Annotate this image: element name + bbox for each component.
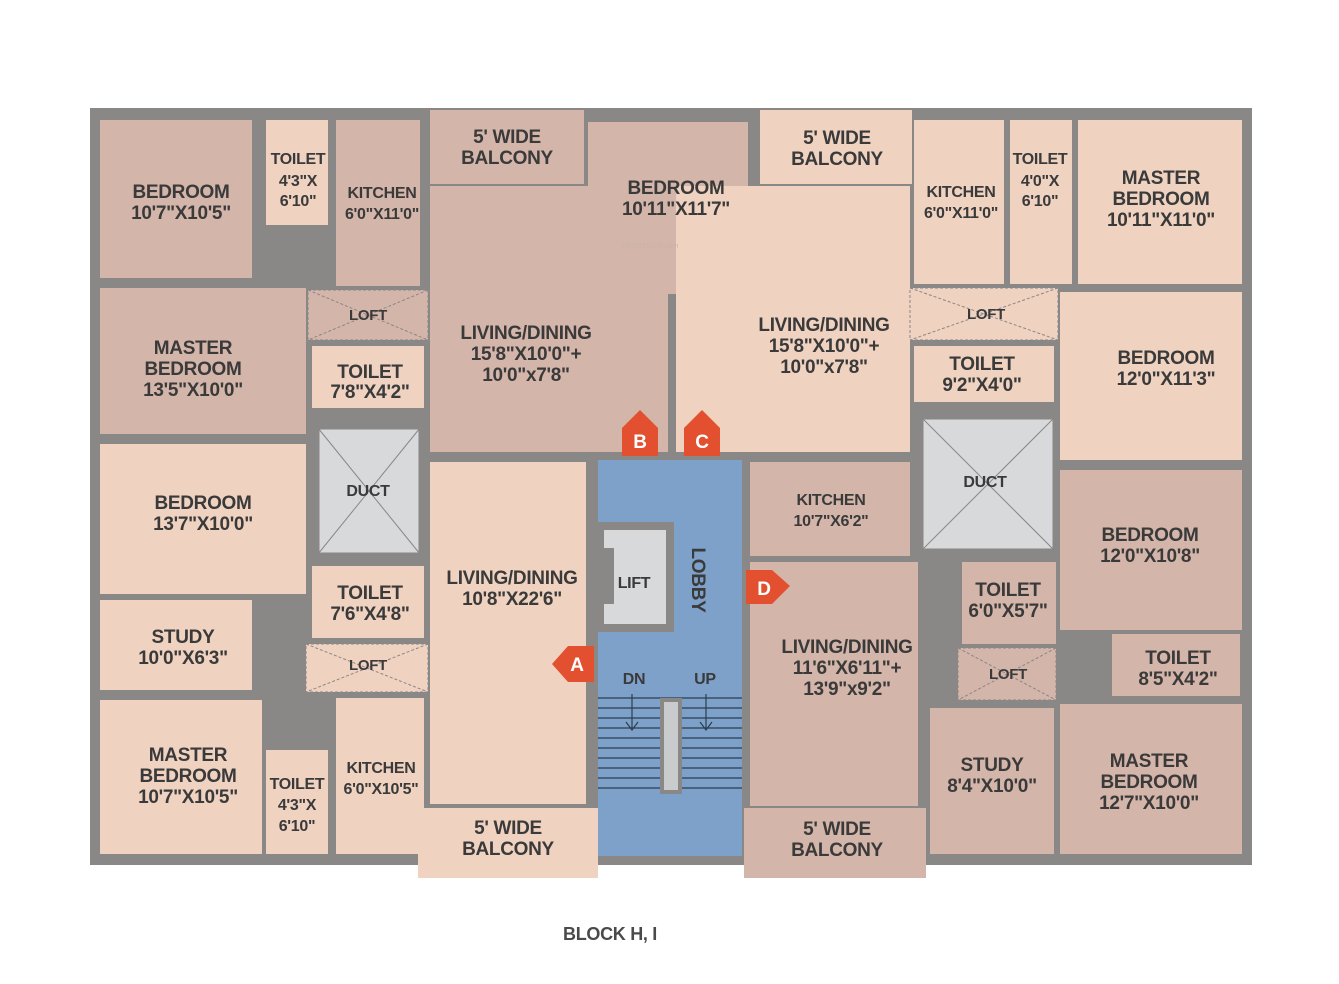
room-d-kitchen (336, 698, 424, 854)
entrance-d-arrow: D (746, 570, 790, 604)
svg-text:C: C (695, 432, 709, 453)
room-e-toilet-2 (1108, 630, 1244, 700)
room-c-balcony (760, 110, 912, 184)
entrance-b-arrow: B (622, 410, 658, 456)
label-a-loft: LOFT (349, 307, 387, 324)
room-d-balcony (418, 808, 598, 878)
label-e-loft: LOFT (989, 666, 1027, 683)
room-e-kitchen (750, 462, 910, 556)
label-lift: LIFT (618, 575, 651, 592)
room-a-master-bedroom (100, 288, 306, 434)
room-c-toilet (1010, 120, 1072, 284)
label-stair-dn: DN (623, 671, 646, 688)
room-e-toilet (962, 562, 1056, 644)
watermark: PROPTIGER.com (622, 243, 679, 250)
room-d-toilet (312, 566, 424, 638)
room-a-toilet-2 (312, 346, 424, 408)
room-c-master-bedroom (1078, 120, 1242, 284)
label-stair-up: UP (694, 671, 716, 688)
block-caption: BLOCK H, I (563, 924, 657, 944)
room-c-living-dining (676, 186, 910, 452)
room-a-balcony (430, 110, 584, 184)
staircase (598, 694, 742, 798)
entrance-a-arrow: A (552, 646, 594, 682)
room-c-kitchen (914, 120, 1004, 284)
svg-text:D: D (757, 579, 770, 600)
room-d-toilet-2 (266, 750, 328, 854)
label-duct-right: DUCT (963, 474, 1007, 491)
room-a-kitchen (336, 120, 420, 286)
label-duct-left: DUCT (346, 483, 390, 500)
room-c-bedroom (1060, 292, 1242, 460)
room-a-bedroom (100, 120, 252, 278)
label-lobby: LOBBY (687, 547, 708, 613)
label-d-loft: LOFT (349, 657, 387, 674)
room-e-living-dining (750, 562, 918, 806)
room-d-bedroom (100, 444, 306, 594)
room-e-bedroom (1060, 470, 1242, 630)
label-c-loft: LOFT (967, 306, 1005, 323)
room-a-toilet (266, 120, 328, 225)
room-e-balcony (744, 808, 926, 878)
room-d-study (100, 600, 252, 690)
room-d-master-bedroom (100, 700, 262, 854)
room-d-living-dining (430, 462, 586, 804)
room-e-master-bedroom (1060, 704, 1242, 854)
room-c-toilet-2 (914, 346, 1054, 402)
entrance-c-arrow: C (684, 410, 720, 456)
svg-text:A: A (570, 655, 584, 676)
lift-car (604, 530, 666, 624)
room-e-study (930, 708, 1054, 854)
svg-text:B: B (633, 432, 646, 453)
